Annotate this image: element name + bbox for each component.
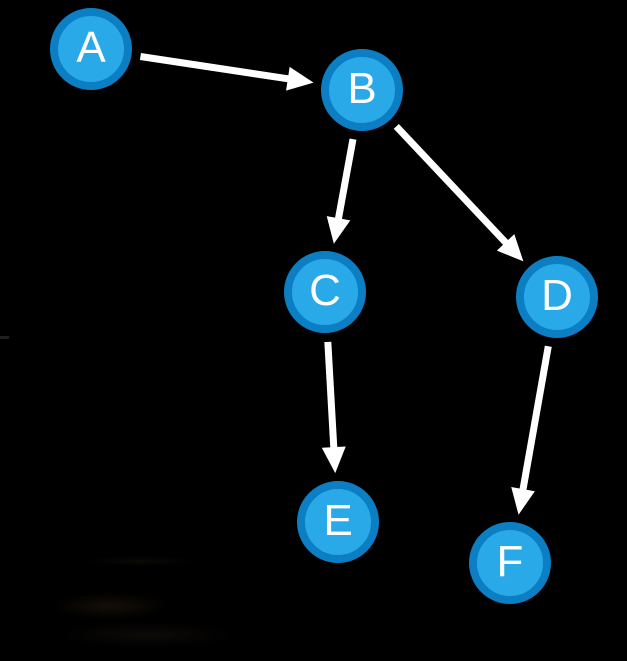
node-C[interactable]: C — [284, 251, 366, 333]
node-D[interactable]: D — [516, 256, 598, 338]
node-label-E: E — [323, 496, 353, 545]
arrowhead-C-E — [321, 446, 346, 474]
edge-B-D — [393, 123, 510, 247]
edge-D-F — [519, 345, 552, 492]
edge-B-C — [334, 138, 357, 221]
edge-A-B — [139, 53, 291, 83]
node-label-F: F — [496, 537, 524, 586]
arrowhead-B-D — [496, 234, 524, 262]
node-B[interactable]: B — [321, 49, 403, 131]
node-label-D: D — [541, 271, 573, 320]
arrowhead-B-C — [326, 216, 351, 244]
node-F[interactable]: F — [469, 522, 551, 604]
node-label-B: B — [347, 64, 377, 113]
node-label-C: C — [309, 266, 341, 315]
arrowhead-A-B — [286, 66, 314, 91]
node-E[interactable]: E — [297, 481, 379, 563]
arrowhead-D-F — [511, 487, 535, 515]
edge-C-E — [324, 341, 338, 450]
node-A[interactable]: A — [50, 8, 132, 90]
node-label-A: A — [76, 23, 106, 72]
